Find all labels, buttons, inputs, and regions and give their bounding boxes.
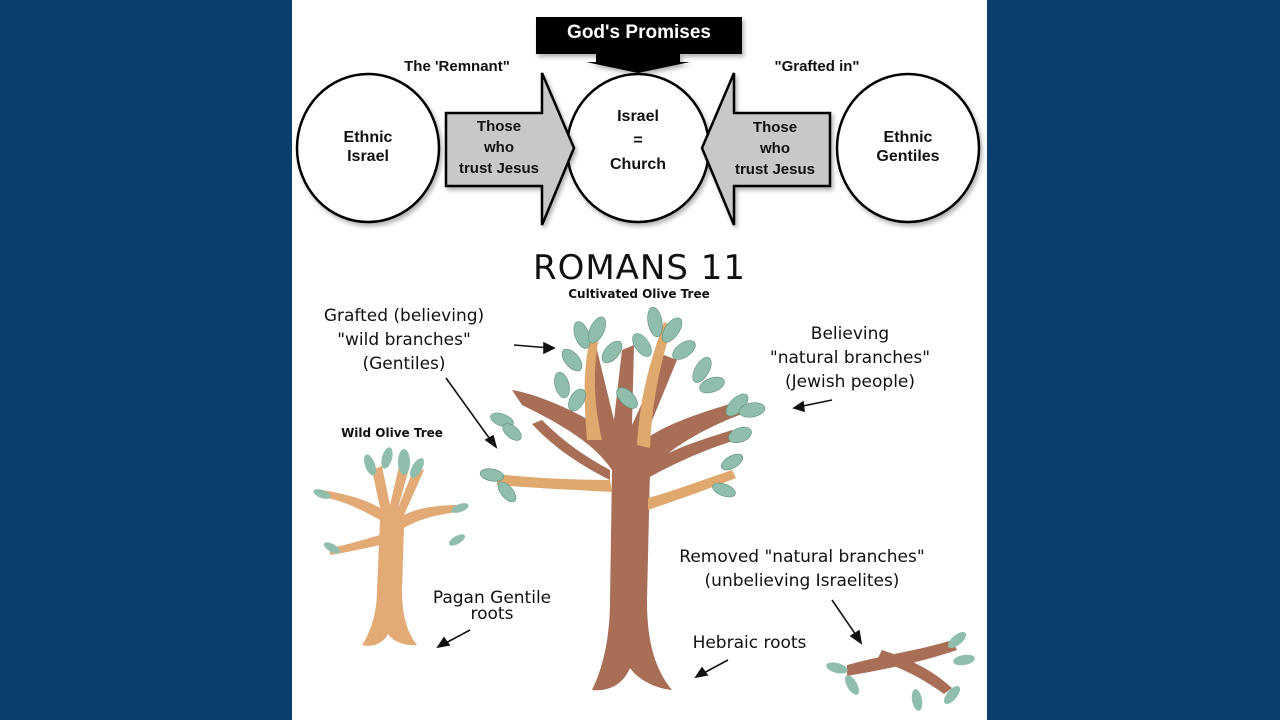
ethnic-gentiles-circle xyxy=(835,72,981,224)
hebraic-roots-label: Hebraic roots xyxy=(692,633,807,653)
left-arrow-label: Those who trust Jesus xyxy=(458,118,540,177)
wild-olive-tree-label: Wild Olive Tree xyxy=(341,426,443,440)
wild-olive-tree xyxy=(313,447,469,646)
ethnic-gentiles-label: Ethnic Gentiles xyxy=(876,129,940,165)
cultivated-tree-leaves xyxy=(479,306,766,503)
arrow-from-gentiles-label xyxy=(445,377,498,449)
grafted-label: Grafted (believing) "wild branches" (Gen… xyxy=(323,306,485,374)
romans-title: ROMANS 11 xyxy=(532,248,747,288)
left-arrow-shape xyxy=(444,72,576,226)
diagram-panel: God's Promises The 'Remnant" "Grafted in… xyxy=(292,0,987,720)
grafted-in-caption: "Grafted in" xyxy=(774,58,860,75)
cultivated-subtitle: Cultivated Olive Tree xyxy=(568,287,710,301)
remnant-caption: The 'Remnant" xyxy=(404,58,510,75)
arrow-to-natural-branches xyxy=(792,399,833,413)
cultivated-olive-tree xyxy=(512,345,747,691)
pointer-arrows xyxy=(436,341,863,679)
removed-natural-branches xyxy=(826,631,975,711)
believing-label: Believing "natural branches" (Jewish peo… xyxy=(769,324,931,392)
ethnic-israel-circle xyxy=(295,72,441,224)
pagan-roots-label: Pagan Gentile roots xyxy=(432,588,552,624)
arrow-to-pagan-roots xyxy=(436,629,471,649)
arrow-to-hebraic-roots xyxy=(694,659,729,679)
olive-tree-illustration xyxy=(313,306,975,711)
right-arrow-label: Those who trust Jesus xyxy=(734,119,816,178)
gods-promises-banner xyxy=(536,17,742,73)
arrow-to-removed-branches xyxy=(831,599,863,645)
banner-label: God's Promises xyxy=(567,22,711,43)
ethnic-israel-label: Ethnic Israel xyxy=(343,129,393,165)
right-arrow-shape xyxy=(700,72,832,226)
grafted-wild-branches xyxy=(497,322,736,510)
israel-church-label: Israel = Church xyxy=(610,108,666,173)
promises-diagram xyxy=(295,17,981,226)
removed-branches-label: Removed "natural branches" (unbelieving … xyxy=(679,547,925,591)
arrow-to-grafted-branches xyxy=(513,341,556,355)
